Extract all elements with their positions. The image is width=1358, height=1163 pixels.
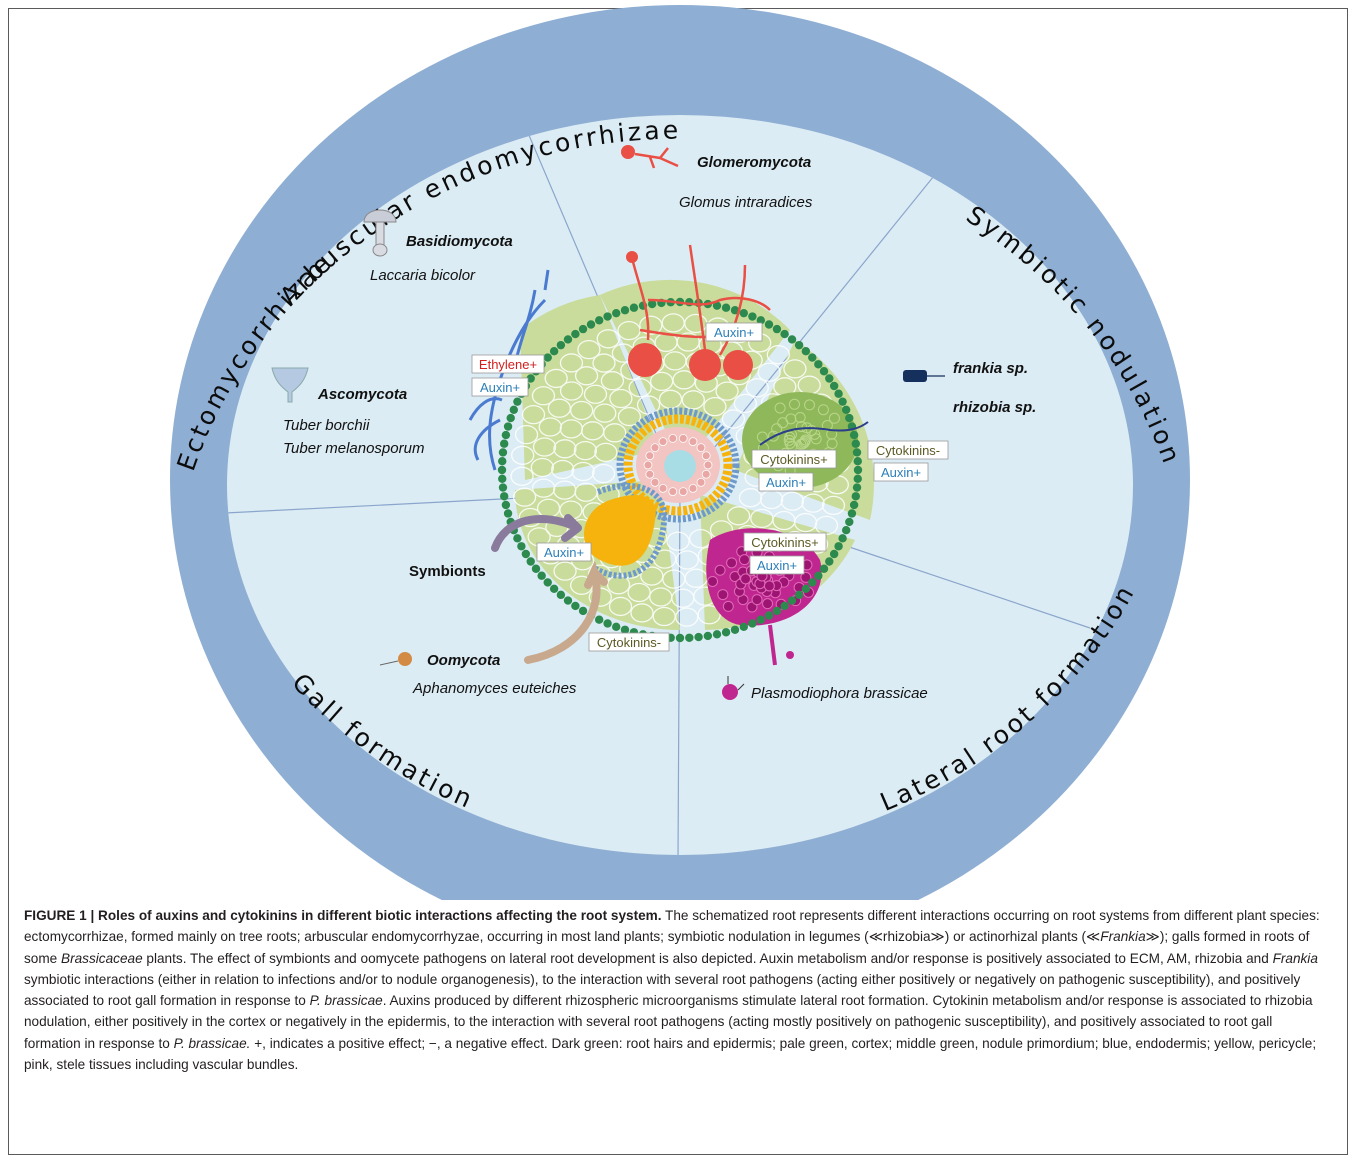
svg-text:Auxin+: Auxin+ — [714, 325, 754, 340]
plasmodiophora-icon — [722, 676, 745, 700]
caption-italic: Frankia — [1272, 950, 1318, 966]
tag-cytokinins-pos-gall: Cytokinins+ — [743, 532, 827, 552]
label-laccaria: Laccaria bicolor — [370, 267, 476, 284]
symbiont-arrow — [491, 514, 582, 552]
tag-auxin-gall: Auxin+ — [749, 555, 805, 575]
figure-caption: FIGURE 1 | Roles of auxins and cytokinin… — [24, 905, 1330, 1075]
arbuscules — [628, 343, 753, 381]
tag-cytokinins-neg-nod: Cytokinins- — [867, 440, 949, 460]
caption-text: symbiotic interactions (either in relati… — [24, 971, 1301, 1009]
xylem — [664, 450, 696, 482]
lateral-root-primordium — [583, 495, 656, 566]
svg-text:Auxin+: Auxin+ — [544, 545, 584, 560]
ascomycota-icon — [271, 367, 309, 403]
glomeromycota-icon — [621, 145, 679, 169]
svg-text:Auxin+: Auxin+ — [766, 475, 806, 490]
svg-text:Auxin+: Auxin+ — [881, 465, 921, 480]
caption-text: The schematized root represents differen… — [24, 908, 1320, 945]
caption-text: +, indicates a positive effect; −, a neg… — [24, 1035, 1317, 1073]
tag-cytokinins-pos-nod: Cytokinins+ — [751, 449, 837, 469]
label-ascomycota: Ascomycota — [317, 386, 407, 403]
tag-cytokinins-neg-lateral: Cytokinins- — [588, 632, 670, 652]
oomycota-icon — [379, 652, 412, 666]
label-oomycota: Oomycota — [427, 652, 500, 669]
svg-text:Cytokinins-: Cytokinins- — [876, 443, 940, 458]
pericycle-ring — [623, 414, 733, 516]
am-spore — [626, 251, 638, 263]
svg-text:Cytokinins+: Cytokinins+ — [751, 535, 819, 550]
tag-auxin-nod-out: Auxin+ — [873, 462, 929, 482]
label-frankia: frankia sp. — [953, 360, 1028, 377]
label-symbionts: Symbionts — [409, 563, 486, 580]
caption-italic: Brassicaceae — [61, 950, 143, 966]
infection-thread — [759, 421, 869, 446]
gall-hairs — [768, 624, 777, 666]
label-glomeromycota: Glomeromycota — [697, 154, 811, 171]
caption-text: ≫); galls formed in roots of some — [24, 929, 1310, 966]
label-glomus: Glomus intraradices — [679, 194, 813, 211]
caption-italic: P. brassicae — [309, 993, 383, 1009]
svg-text:Auxin+: Auxin+ — [480, 380, 520, 395]
caption-text: plants. The effect of symbionts and oomy… — [142, 950, 1273, 966]
tag-ethylene: Ethylene+ — [471, 354, 545, 374]
svg-text:Ethylene+: Ethylene+ — [479, 357, 537, 372]
tag-auxin-ecto: Auxin+ — [471, 377, 529, 397]
frankia-icon — [903, 370, 945, 382]
label-tuber-melanosporum: Tuber melanosporum — [283, 440, 424, 457]
label-tuber-borchii: Tuber borchii — [283, 417, 370, 434]
tag-auxin-am: Auxin+ — [705, 322, 763, 342]
label-rhizobia: rhizobia sp. — [953, 399, 1036, 416]
caption-italic: P. brassicae. — [173, 1035, 251, 1051]
label-aphanomyces: Aphanomyces euteiches — [412, 680, 577, 697]
am-hyphae — [630, 244, 771, 356]
root-interactions-diagram: Arbuscular endomycorrhizae Ectomycorrhiz… — [170, 5, 1190, 900]
tag-auxin-nod-in: Auxin+ — [758, 472, 814, 492]
basidiomycota-icon — [363, 209, 397, 257]
svg-text:Auxin+: Auxin+ — [757, 558, 797, 573]
caption-text: . Auxins produced by different rhizosphe… — [24, 993, 1313, 1051]
endodermis-ring — [616, 407, 740, 523]
label-plasmodiophora: Plasmodiophora brassicae — [751, 685, 928, 702]
oomycete-arrow — [524, 560, 608, 664]
label-basidiomycota: Basidiomycota — [406, 233, 513, 250]
caption-label: FIGURE 1 | Roles of auxins and cytokinin… — [24, 908, 662, 923]
caption-italic: Frankia — [1100, 929, 1146, 945]
svg-text:Cytokinins+: Cytokinins+ — [760, 452, 828, 467]
svg-text:Cytokinins-: Cytokinins- — [597, 635, 661, 650]
tag-auxin-lateral: Auxin+ — [536, 542, 592, 562]
